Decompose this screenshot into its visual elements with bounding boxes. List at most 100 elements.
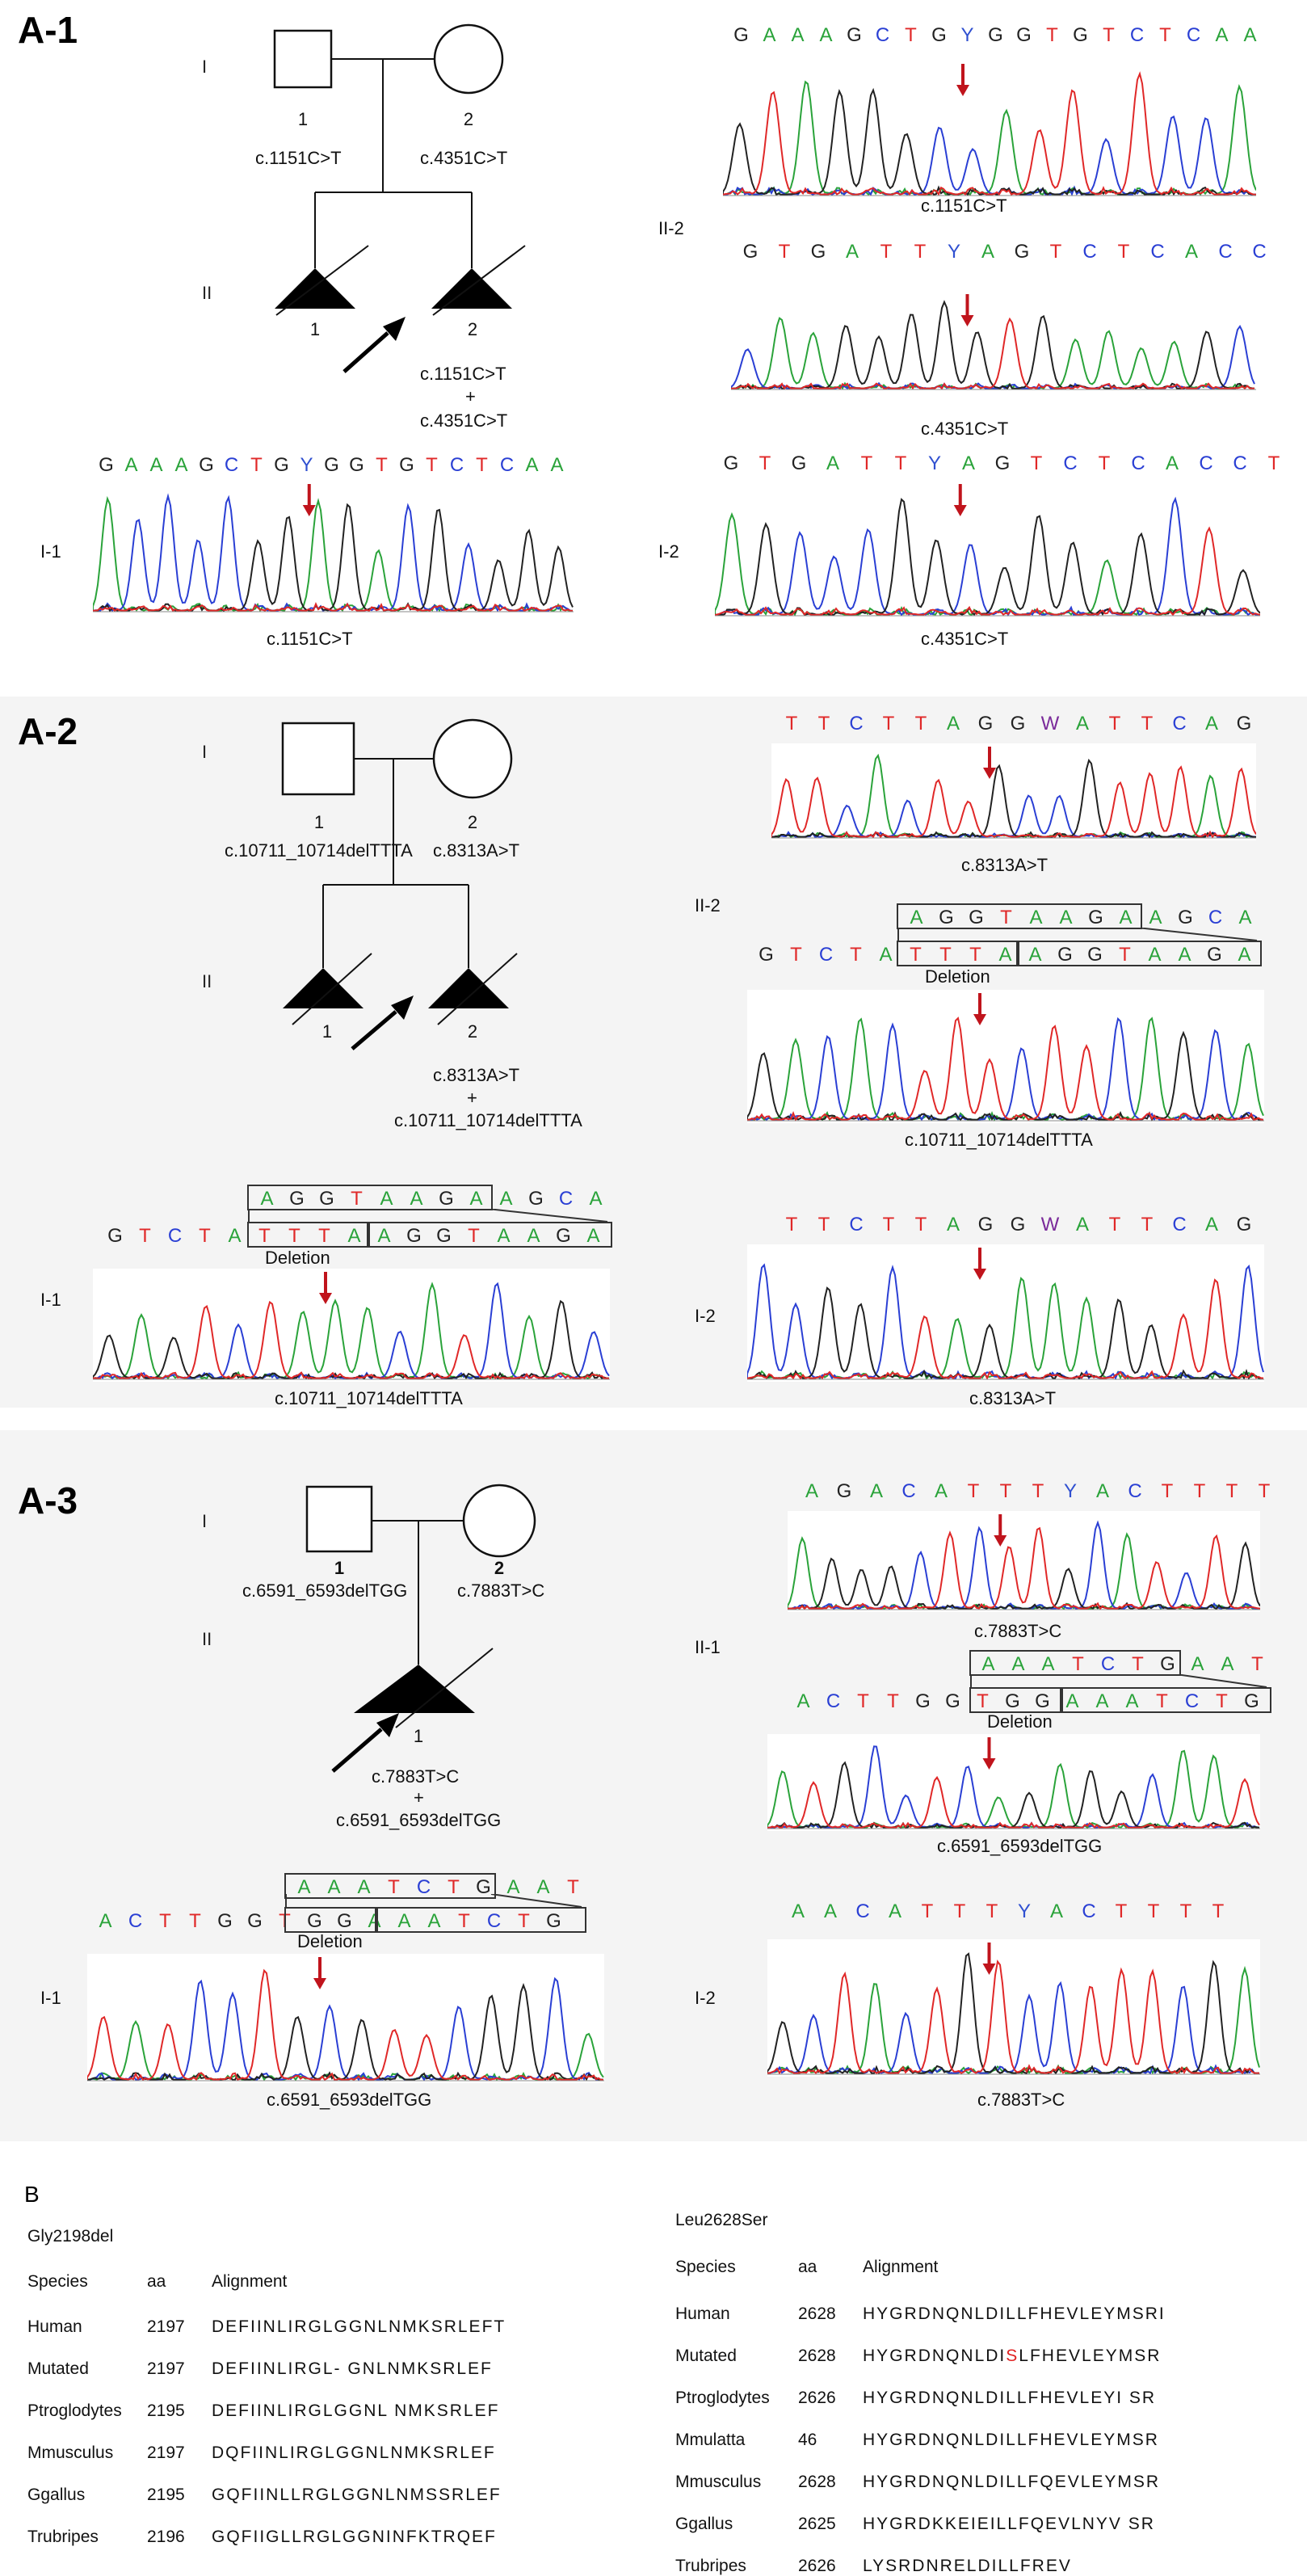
table-cell-aa: 2195 <box>147 2401 185 2420</box>
table-cell-aa: 2628 <box>798 2473 836 2491</box>
base-letter: G <box>1005 1690 1020 1712</box>
base-letter: G <box>836 1480 852 1502</box>
caption-II1-top-a3: c.7883T>C <box>974 1621 1062 1641</box>
trace-line <box>715 526 1260 617</box>
base-letter: A <box>1184 241 1198 263</box>
del-box-bot-right-II2-a2 <box>1016 941 1262 966</box>
base-letter: T <box>376 454 388 476</box>
base-letter: Y <box>1017 1900 1031 1922</box>
table-cell-aa: 2626 <box>798 2557 836 2575</box>
base-letter: T <box>778 241 791 263</box>
base-letter: A <box>946 1214 960 1235</box>
ind-I1-a3: 1 <box>334 1558 345 1578</box>
trace-line <box>93 1282 610 1380</box>
base-letter: A <box>1238 907 1252 928</box>
base-letter: T <box>1267 452 1280 474</box>
base-letter: A <box>1149 907 1162 928</box>
base-letter: A <box>869 1480 883 1502</box>
base-letter: A <box>791 1900 805 1922</box>
base-letter: G <box>307 1910 322 1932</box>
table-cell-alignment: HYGRDNQNLDILLFHEVLEYMSRI <box>863 2305 1166 2323</box>
base-letter: G <box>742 241 759 263</box>
base-letter: G <box>1073 24 1088 46</box>
trace-line <box>723 115 1256 197</box>
base-letter: A <box>805 1480 818 1502</box>
base-letter: G <box>289 1188 305 1210</box>
base-letter: G <box>274 454 289 476</box>
del-connector-II2-a2 <box>897 928 1258 941</box>
trace-II2-top-a2 <box>771 743 1256 840</box>
base-letter: G <box>217 1910 233 1932</box>
table-cell-alignment: GQFIINLLRGLGGNLNMSSRLEF <box>212 2486 502 2504</box>
table-cell-alignment: DEFIINLIRGLGGNL NMKSRLEF <box>212 2401 500 2420</box>
base-letter: A <box>1125 1690 1139 1712</box>
base-letter: T <box>905 24 917 46</box>
base-letter: A <box>357 1876 371 1898</box>
base-letter: A <box>525 454 539 476</box>
ind-I2-a2: 2 <box>467 812 478 832</box>
base-letter: C <box>167 1225 183 1247</box>
base-letter: T <box>1032 1480 1044 1502</box>
trace-line <box>747 1286 1263 1380</box>
base-letter: A <box>1065 1690 1079 1712</box>
table-cell-alignment: LYSRDNRELDILLFREV <box>863 2557 1072 2575</box>
base-letter: A <box>998 944 1012 966</box>
base-letter: C <box>1131 452 1145 474</box>
deletion-label-II1-a3: Deletion <box>987 1711 1053 1732</box>
affected-fetus-1 <box>354 1665 475 1713</box>
table-cell-alignment: HYGRDNQNLDILLFHEVLEYMSR <box>863 2431 1159 2449</box>
base-letter: A <box>427 1910 441 1932</box>
base-letter: T <box>1030 452 1043 474</box>
pedigree-a3 <box>305 1484 536 1773</box>
trace-line <box>93 493 574 612</box>
del-connector-II1-a3 <box>970 1674 1267 1688</box>
base-letter: T <box>1049 241 1062 263</box>
table-title: Gly2198del <box>27 2227 114 2246</box>
proband-arrow <box>331 1728 383 1773</box>
base-letter: G <box>1010 713 1026 734</box>
base-letter: A <box>536 1876 550 1898</box>
base-letter: G <box>847 24 862 46</box>
base-letter: T <box>448 1876 460 1898</box>
header-alignment: Alignment <box>863 2258 939 2276</box>
del-box-top-I1-a3 <box>284 1873 496 1899</box>
trace-line <box>723 87 1256 196</box>
trace-II2-bot-a2 <box>747 990 1264 1123</box>
table-cell-aa: 2195 <box>147 2486 185 2504</box>
base-letter: T <box>986 1900 998 1922</box>
base-letter: G <box>324 454 339 476</box>
base-letter: A <box>297 1876 311 1898</box>
header-aa: aa <box>798 2258 817 2276</box>
del-box-top-II1-a3 <box>969 1650 1181 1676</box>
ind-I1-a2: 1 <box>313 812 325 832</box>
mother-symbol <box>462 1484 536 1558</box>
table-cell-species: Trubripes <box>675 2557 746 2575</box>
base-letter: A <box>981 1653 995 1675</box>
base-letter: G <box>1057 944 1073 966</box>
base-letter: T <box>939 944 952 966</box>
base-letter: T <box>1117 241 1130 263</box>
base-letter: A <box>506 1876 520 1898</box>
ind-II1-a1: 1 <box>309 319 321 339</box>
caption-II2-bot-a2: c.10711_10714delTTTA <box>905 1130 1093 1150</box>
label-I2-a2: I-2 <box>695 1306 716 1326</box>
base-letter: T <box>817 1214 830 1235</box>
del-box-bot-left-II1-a3 <box>969 1687 1063 1713</box>
base-letter: T <box>977 1690 989 1712</box>
caption-I2-a1: c.4351C>T <box>921 629 1009 649</box>
mut-II2-b-a2: c.10711_10714delTTTA <box>394 1110 582 1130</box>
base-letter: T <box>250 454 263 476</box>
base-letter: A <box>527 1225 540 1247</box>
base-letter: A <box>377 1225 391 1247</box>
base-letter: A <box>796 1690 810 1712</box>
base-letter: T <box>969 944 981 966</box>
trace-line <box>731 317 1255 390</box>
header-species: Species <box>27 2272 88 2291</box>
base-letter: A <box>1095 1480 1109 1502</box>
generation-I-a3: I <box>202 1511 208 1531</box>
base-letter: T <box>817 713 830 734</box>
trace-line <box>767 1959 1260 2075</box>
